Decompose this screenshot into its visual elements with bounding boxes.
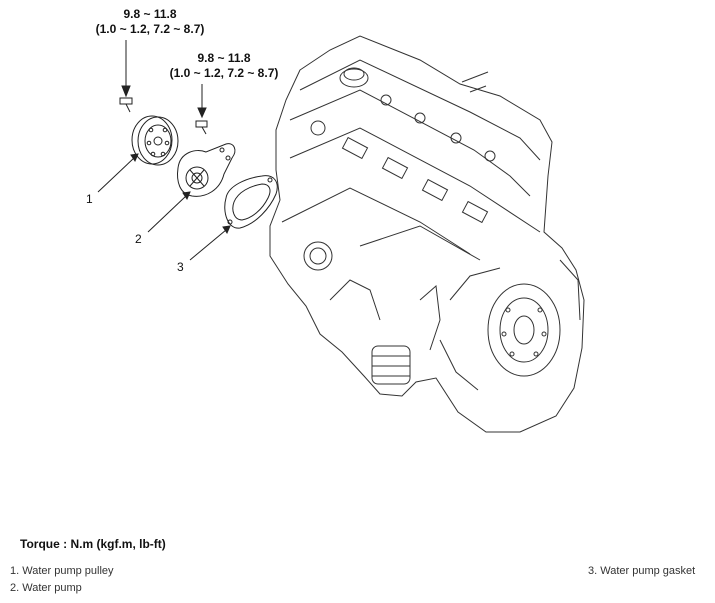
torque-conversion: (1.0 ~ 1.2, 7.2 ~ 8.7) xyxy=(95,22,205,36)
torque-arrow-b xyxy=(197,107,207,119)
torque-label-pump-bolt: 9.8 ~ 11.8 (1.0 ~ 1.2, 7.2 ~ 8.7) xyxy=(144,51,304,81)
water-pump-pulley xyxy=(131,115,179,166)
legend-item-pulley: 1. Water pump pulley xyxy=(10,565,114,577)
torque-label-pulley-bolt: 9.8 ~ 11.8 (1.0 ~ 1.2, 7.2 ~ 8.7) xyxy=(70,7,230,37)
torque-arrow-a xyxy=(121,85,131,98)
legend-item-pump: 2. Water pump xyxy=(10,582,82,594)
engine-diagram xyxy=(97,35,585,433)
callout-2: 2 xyxy=(135,232,142,246)
torque-value: 9.8 ~ 11.8 xyxy=(197,51,251,65)
legend-item-gasket: 3. Water pump gasket xyxy=(588,565,696,577)
callout-1: 1 xyxy=(86,192,93,206)
torque-value: 9.8 ~ 11.8 xyxy=(123,7,177,21)
engine-block xyxy=(269,35,585,433)
bolt-pulley xyxy=(119,97,133,113)
callout-3: 3 xyxy=(177,260,184,274)
water-pump-gasket xyxy=(224,175,278,229)
torque-conversion: (1.0 ~ 1.2, 7.2 ~ 8.7) xyxy=(169,66,279,80)
torque-heading: Torque : N.m (kgf.m, lb-ft) xyxy=(20,537,166,551)
bolt-pump xyxy=(195,120,208,135)
water-pump xyxy=(177,143,236,197)
